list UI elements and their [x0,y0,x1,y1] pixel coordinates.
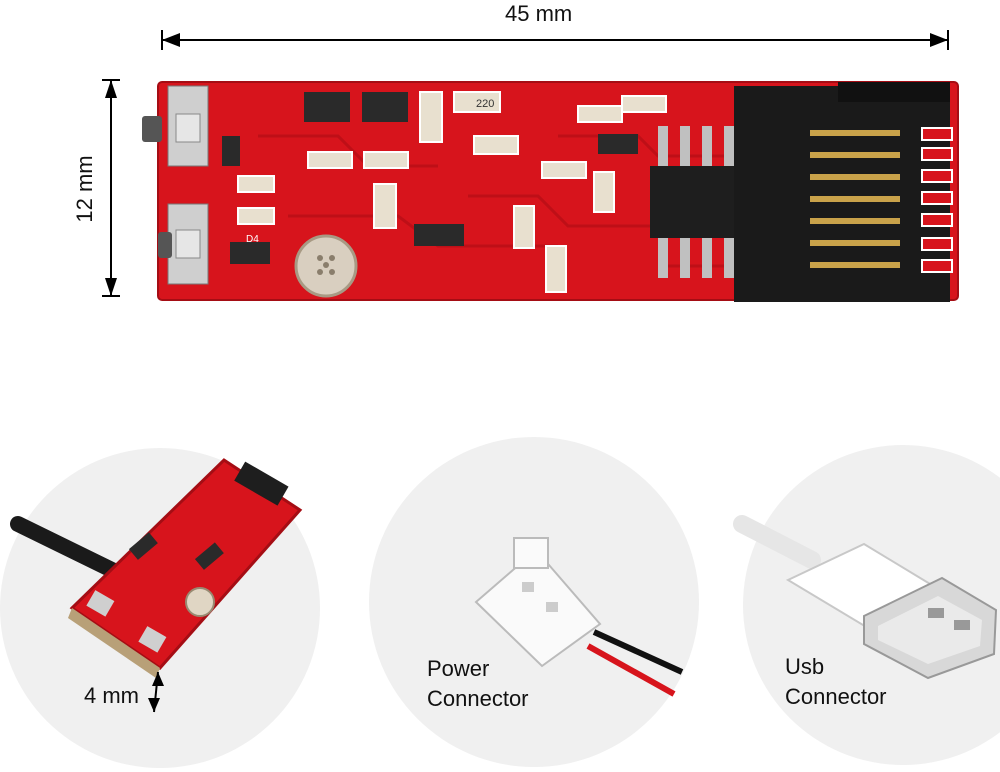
thickness-label: 4 mm [84,683,139,708]
sd-connector [734,82,950,302]
power-connector-photo [369,437,699,767]
switch-top [142,85,209,167]
power-caption-line-1: Power [427,656,490,681]
usb-connector-photo [733,445,1000,765]
height-label: 12 mm [72,155,97,223]
usb-caption-line-2: Connector [785,684,887,709]
board-side-view [0,440,340,772]
microphone [294,234,358,298]
usb-caption-line-1: Usb [785,654,825,679]
height-dimension [96,78,126,300]
usb-connector-caption: Usb Connector [785,652,887,712]
height-arrow [102,79,120,297]
board-side-photo [0,448,320,768]
pcb-board: 220 D4 [142,81,959,302]
usb-connector-view [728,440,1000,772]
switch-bottom [158,203,209,285]
power-connector-view [364,432,704,772]
chip-marking-d4: D4 [246,234,259,245]
pcb-board-photo: 220 D4 [138,76,960,306]
chip-marking-220: 220 [476,98,494,110]
width-arrow [161,30,949,50]
width-label: 45 mm [505,1,573,26]
power-connector-caption: Power Connector [427,654,529,714]
power-caption-line-2: Connector [427,686,529,711]
soic-chip [650,126,734,278]
width-dimension [150,0,960,56]
